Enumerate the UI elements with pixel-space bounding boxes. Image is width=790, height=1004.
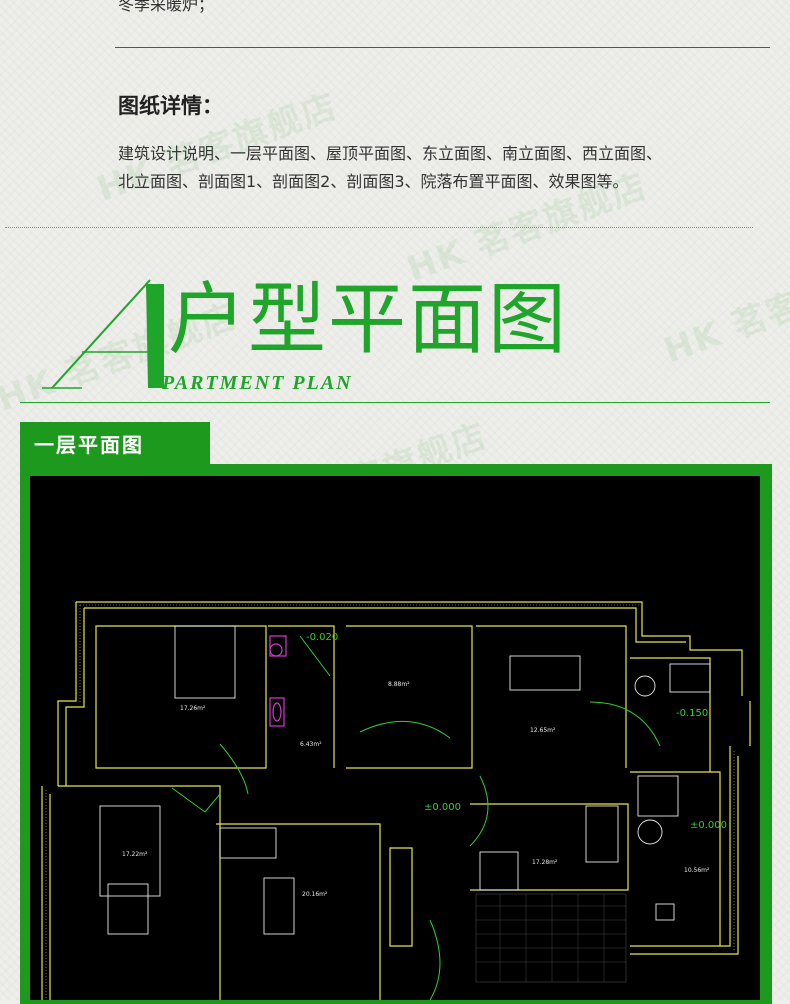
drawings-list-line-2: 北立面图、剖面图1、剖面图2、剖面图3、院落布置平面图、效果图等。	[118, 172, 629, 191]
intro-tail-text: 冬季采暖炉；	[118, 0, 215, 14]
plan-label: 12.65m²	[530, 727, 556, 734]
plan-label: 6.43m²	[300, 741, 322, 748]
elevation-mark: ±0.000	[424, 802, 461, 813]
plan-label: 10.56m²	[684, 867, 710, 874]
plan-label: 17.22m²	[122, 851, 148, 858]
plan-label: 17.26m²	[180, 705, 206, 712]
dotted-divider	[5, 227, 753, 228]
decorative-letter-a-icon	[42, 279, 164, 389]
plan-label: 17.28m²	[532, 859, 558, 866]
plan-label: 20.16m²	[302, 891, 328, 898]
elevation-mark: -0.150	[676, 708, 708, 719]
section-title: 户型平面图	[168, 275, 569, 365]
section-subtitle: PARTMENT PLAN	[162, 372, 353, 394]
elevation-mark: -0.020	[306, 632, 338, 643]
green-divider	[20, 402, 770, 403]
decorative-fine-text	[412, 375, 692, 399]
floorplan-svg: 8.88m² 6.43m² 12.65m² 17.26m² 17.22m² 20…	[41, 601, 751, 1000]
elevation-mark: ±0.000	[690, 820, 727, 831]
floorplan-drawing: 8.88m² 6.43m² 12.65m² 17.26m² 17.22m² 20…	[30, 476, 760, 1000]
divider	[115, 47, 770, 48]
drawings-list-line-1: 建筑设计说明、一层平面图、屋顶平面图、东立面图、南立面图、西立面图、	[118, 144, 663, 163]
floorplan-tab: 一层平面图	[20, 422, 210, 465]
plan-label: 8.88m²	[388, 681, 410, 688]
drawings-heading: 图纸详情：	[118, 94, 223, 118]
